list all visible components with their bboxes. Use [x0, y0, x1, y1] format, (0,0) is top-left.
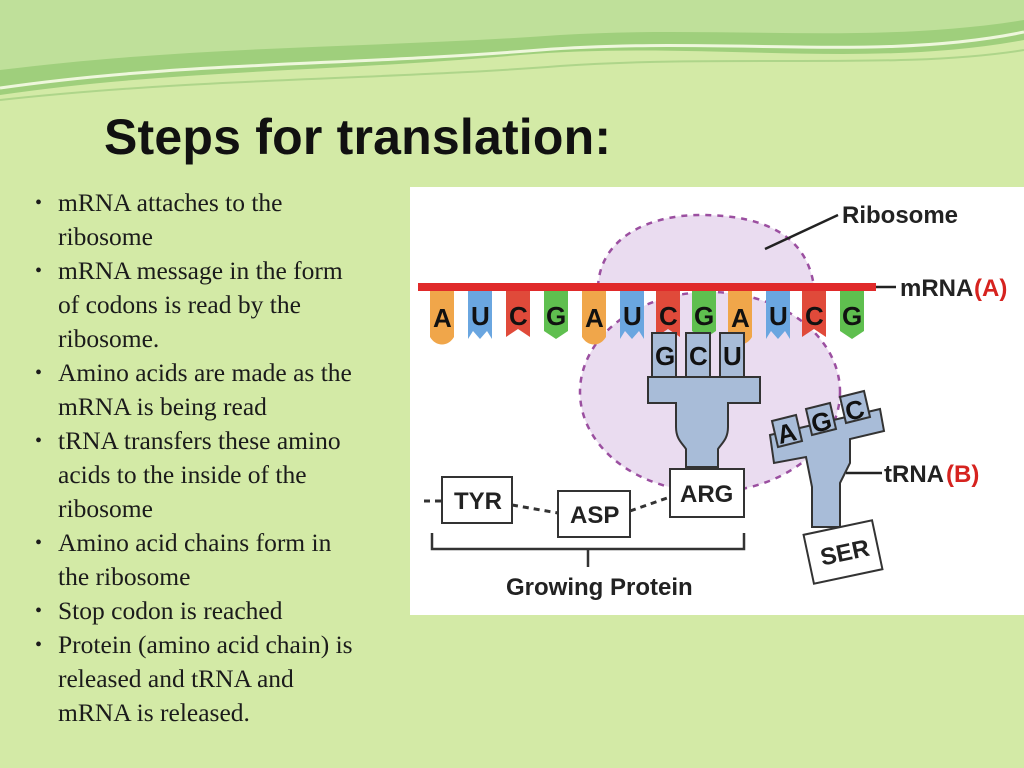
- nucleotide-c: C: [506, 291, 530, 337]
- translation-diagram-svg: Ribosome mRNA (A) A U C G A U C G A U C …: [418, 202, 1007, 601]
- nucleotide-c: C: [656, 291, 680, 337]
- list-item: • Amino acid chains form in the ribosome: [35, 528, 332, 591]
- trna-label: tRNA: [884, 461, 944, 488]
- svg-text:C: C: [509, 301, 528, 331]
- list-item: • tRNA transfers these amino acids to th…: [35, 426, 341, 523]
- nucleotide-g: G: [544, 291, 568, 339]
- peptide-bond: [629, 495, 671, 513]
- nucleotide-u: U: [468, 291, 492, 339]
- svg-text:G: G: [694, 301, 714, 331]
- svg-text:C: C: [689, 341, 708, 371]
- bullet-icon: •: [35, 532, 43, 554]
- mrna-tag: (A): [974, 275, 1007, 302]
- trna-free: A G C: [768, 389, 886, 528]
- amino-acid-arg: ARG: [669, 468, 745, 518]
- peptide-bond: [511, 503, 559, 515]
- svg-text:U: U: [623, 301, 642, 331]
- nucleotide-u: U: [766, 291, 790, 339]
- bullet-icon: •: [35, 192, 43, 214]
- svg-text:U: U: [723, 341, 742, 371]
- bullet-icon: •: [35, 634, 43, 656]
- amino-acid-tyr: TYR: [441, 476, 513, 524]
- trna-bound: G C U: [647, 332, 761, 468]
- bullet-icon: •: [35, 362, 43, 384]
- codon-nucleotides: A U C G A U C G A U C G: [430, 291, 864, 345]
- svg-text:G: G: [546, 301, 566, 331]
- svg-text:C: C: [659, 301, 678, 331]
- amino-acid-ser: SER: [802, 519, 884, 585]
- decorative-wave-header: [0, 0, 1024, 101]
- list-item: • Protein (amino acid chain) is released…: [35, 630, 353, 727]
- nucleotide-a: A: [582, 291, 606, 345]
- nucleotide-c: C: [802, 291, 826, 337]
- svg-text:U: U: [769, 301, 788, 331]
- list-item: • mRNA message in the form of codons is …: [35, 256, 343, 353]
- nucleotide-u: U: [620, 291, 644, 339]
- ribosome-small-subunit: [596, 213, 816, 289]
- svg-text:TYR: TYR: [454, 488, 502, 515]
- amino-acid-asp: ASP: [557, 490, 631, 538]
- mrna-strand: [418, 283, 876, 291]
- svg-text:ASP: ASP: [570, 502, 619, 529]
- ribosome-pointer-line: [764, 213, 839, 251]
- svg-text:A: A: [731, 303, 750, 333]
- list-item: • Amino acids are made as the mRNA is be…: [35, 358, 352, 421]
- nucleotide-g: G: [692, 291, 716, 339]
- svg-text:U: U: [471, 301, 490, 331]
- trna-tag: (B): [946, 461, 979, 488]
- list-item: • mRNA attaches to the ribosome: [35, 188, 283, 251]
- steps-list: • mRNA attaches to the ribosome • mRNA m…: [32, 186, 424, 730]
- svg-text:A: A: [585, 303, 604, 333]
- translation-diagram: Ribosome mRNA (A) A U C G A U C G A U C …: [410, 187, 1024, 615]
- ribosome-label: Ribosome: [842, 202, 958, 229]
- mrna-label: mRNA: [900, 275, 973, 302]
- svg-text:C: C: [805, 301, 824, 331]
- bullet-icon: •: [35, 260, 43, 282]
- svg-text:ARG: ARG: [680, 481, 733, 508]
- svg-text:G: G: [842, 301, 862, 331]
- growing-protein-label: Growing Protein: [506, 574, 693, 601]
- slide-title: Steps for translation:: [104, 109, 612, 165]
- bullet-icon: •: [35, 600, 43, 622]
- bullet-icon: •: [35, 430, 43, 452]
- list-item: • Stop codon is reached: [32, 594, 424, 628]
- nucleotide-a: A: [430, 291, 454, 345]
- svg-text:A: A: [433, 303, 452, 333]
- svg-text:G: G: [655, 341, 675, 371]
- nucleotide-a: A: [728, 291, 752, 345]
- nucleotide-g: G: [840, 291, 864, 339]
